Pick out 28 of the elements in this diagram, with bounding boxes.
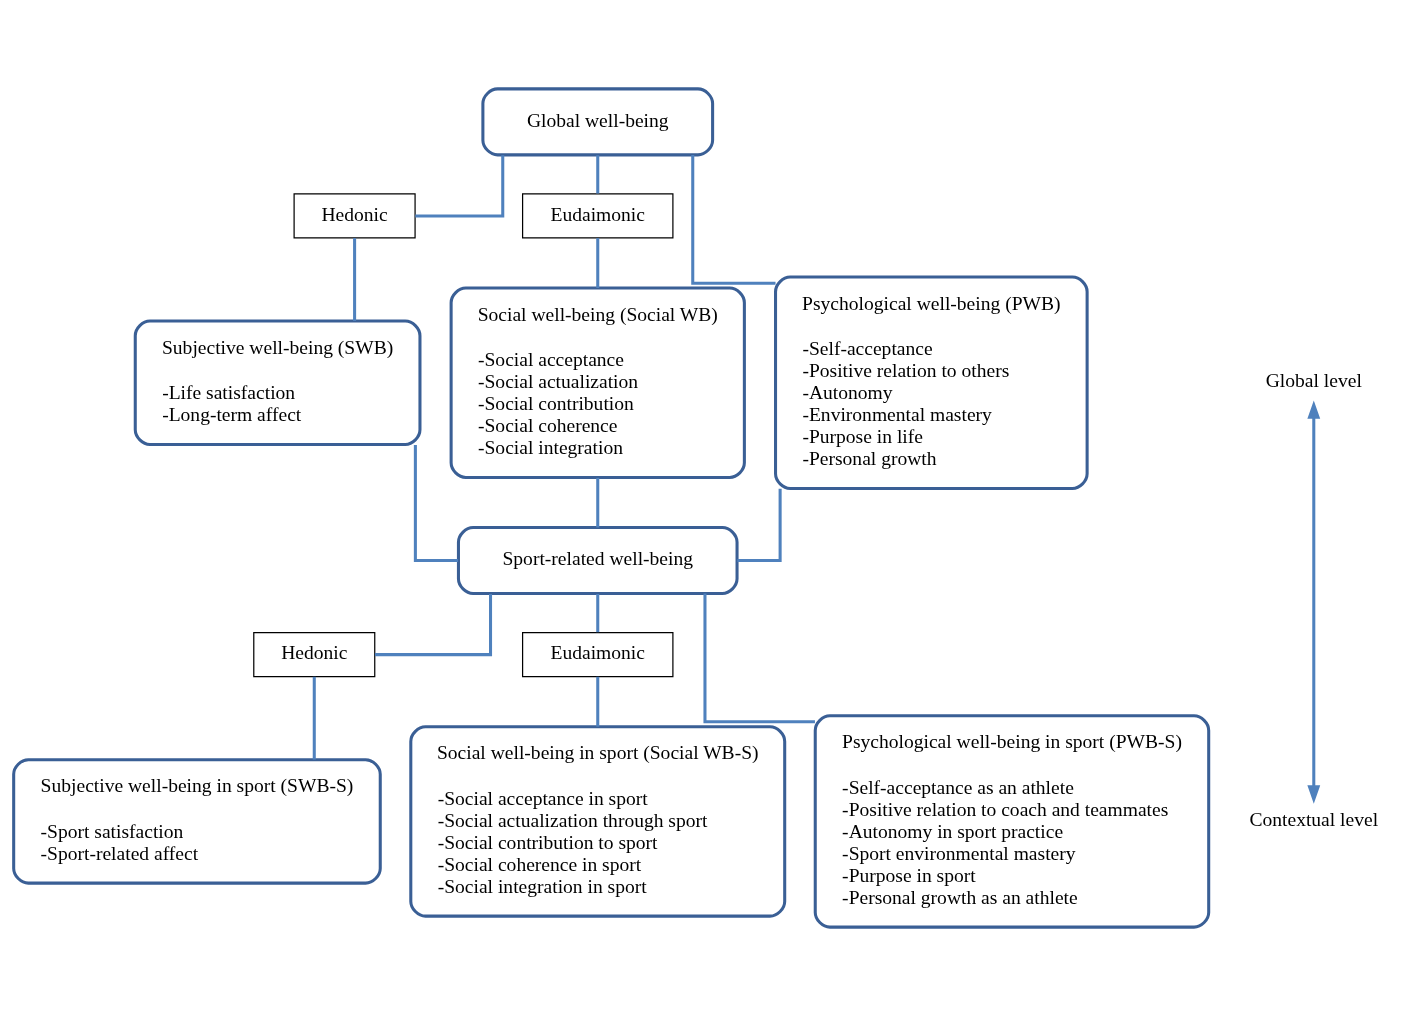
arrow — [1307, 400, 1321, 804]
connector — [415, 155, 505, 218]
node-box: Hedonic — [253, 632, 376, 678]
node-text: Global level — [1265, 370, 1362, 392]
connector — [596, 238, 600, 288]
node-box: Eudaimonic — [522, 632, 674, 678]
connector — [312, 676, 316, 760]
node-box: Subjective well-being in sport (SWB-S) -Sport satisfaction -Sport-related affect — [12, 758, 382, 885]
node-box: Sport-related well-being — [456, 526, 739, 596]
connector — [691, 154, 776, 285]
node-box: Psychological well-being (PWB) -Self-acceptance -Positive relation to others -Autonomy -Environmental mastery -Purpose in life -Personal growth — [774, 275, 1089, 490]
node-box: Social well-being (Social WB) -Social acceptance -Social actualization -Social contribution -Social coherence -Social integration — [449, 286, 746, 479]
connector — [596, 477, 600, 528]
node-box: Social well-being in sport (Social WB-S) -Social acceptance in sport -Social actualization through sport -Social contribution to sport -Social coherence in sport -Social integration in sport — [409, 725, 787, 918]
node-box: Subjective well-being (SWB) -Life satisfaction -Long-term affect — [133, 319, 422, 446]
connector — [703, 593, 815, 724]
node-box: Hedonic — [293, 193, 416, 239]
node-box: Psychological well-being in sport (PWB-S) -Self-acceptance as an athlete -Positive relation to coach and teammates -Autonomy in sport practice -Sport environmental mastery -Purpose in sport -Personal growth as an athlete — [813, 714, 1211, 929]
connector — [596, 676, 600, 727]
connector — [413, 444, 459, 563]
connector — [374, 593, 493, 657]
connector — [596, 155, 600, 194]
connector — [596, 593, 600, 633]
node-box: Eudaimonic — [522, 193, 674, 239]
connector — [353, 238, 357, 321]
node-box: Global well-being — [481, 87, 715, 157]
node-text: Contextual level — [1249, 809, 1379, 831]
connector — [737, 488, 782, 563]
